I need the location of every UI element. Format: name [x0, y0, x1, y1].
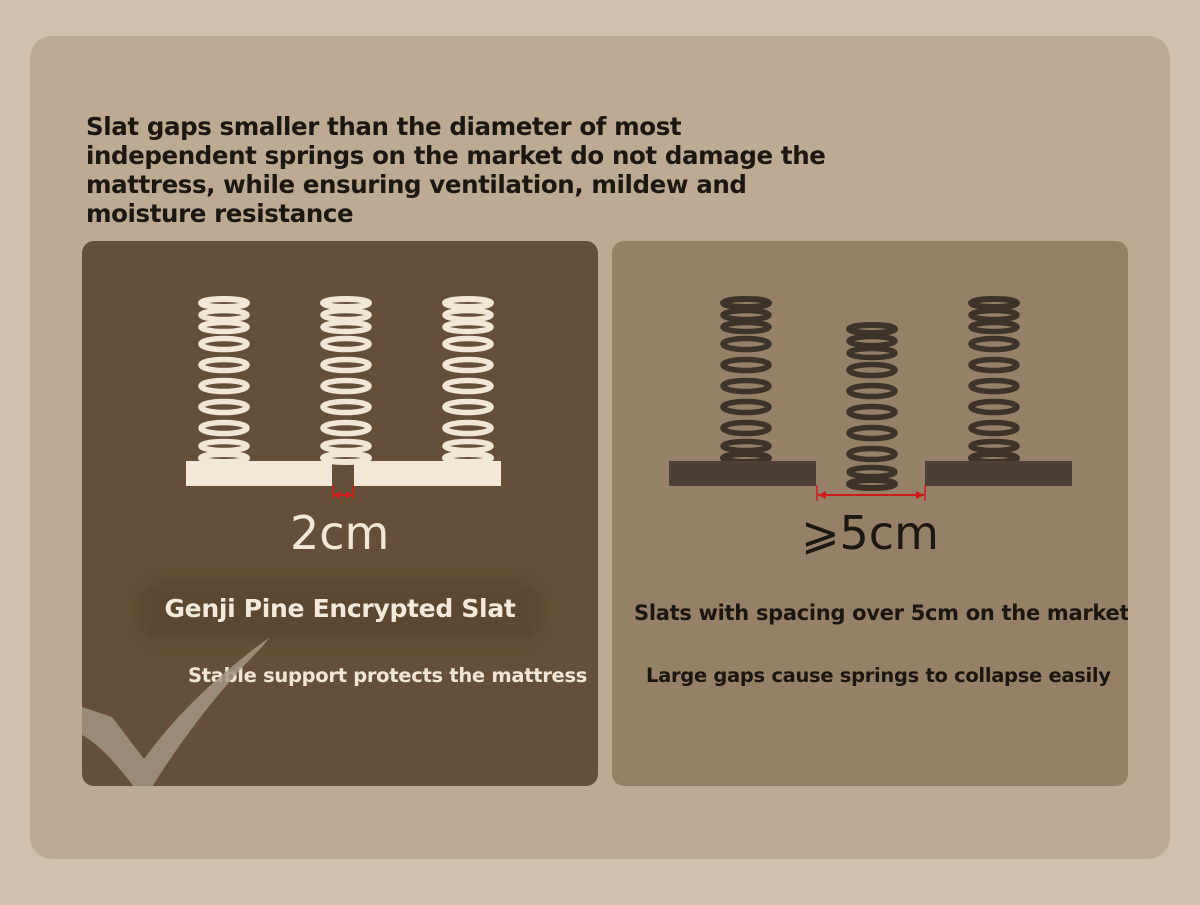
left-panel-title: Genji Pine Encrypted Slat — [164, 594, 516, 623]
gap-label-2cm: 2cm — [290, 506, 390, 560]
checkmark-icon — [82, 637, 270, 786]
right-panel-title: Slats with spacing over 5cm on the marke… — [634, 601, 1128, 625]
spring-1 — [723, 299, 769, 462]
slat-right — [354, 461, 501, 486]
spring-3 — [971, 299, 1017, 462]
slat-spring-illustration-good — [186, 241, 501, 499]
spring-2 — [323, 299, 369, 462]
slat-left — [186, 461, 332, 486]
left-panel-subtitle: Stable support protects the mattress — [188, 664, 588, 687]
right-comparison-panel: ⩾5cm Slats with spacing over 5cm on the … — [612, 241, 1128, 786]
right-panel-subtitle: Large gaps cause springs to collapse eas… — [646, 664, 1111, 687]
slat-spring-illustration-bad — [669, 241, 1072, 501]
left-comparison-panel: 2cm Genji Pine Encrypted Slat Stable sup… — [82, 241, 598, 786]
spring-sunken — [849, 325, 895, 488]
spring-1 — [201, 299, 247, 462]
headline: Slat gaps smaller than the diameter of m… — [86, 112, 826, 228]
slat-left — [669, 461, 816, 486]
spring-3 — [445, 299, 491, 462]
gap-label-5cm: ⩾5cm — [801, 506, 939, 560]
slat-right — [925, 461, 1072, 486]
title-pill — [146, 587, 534, 635]
